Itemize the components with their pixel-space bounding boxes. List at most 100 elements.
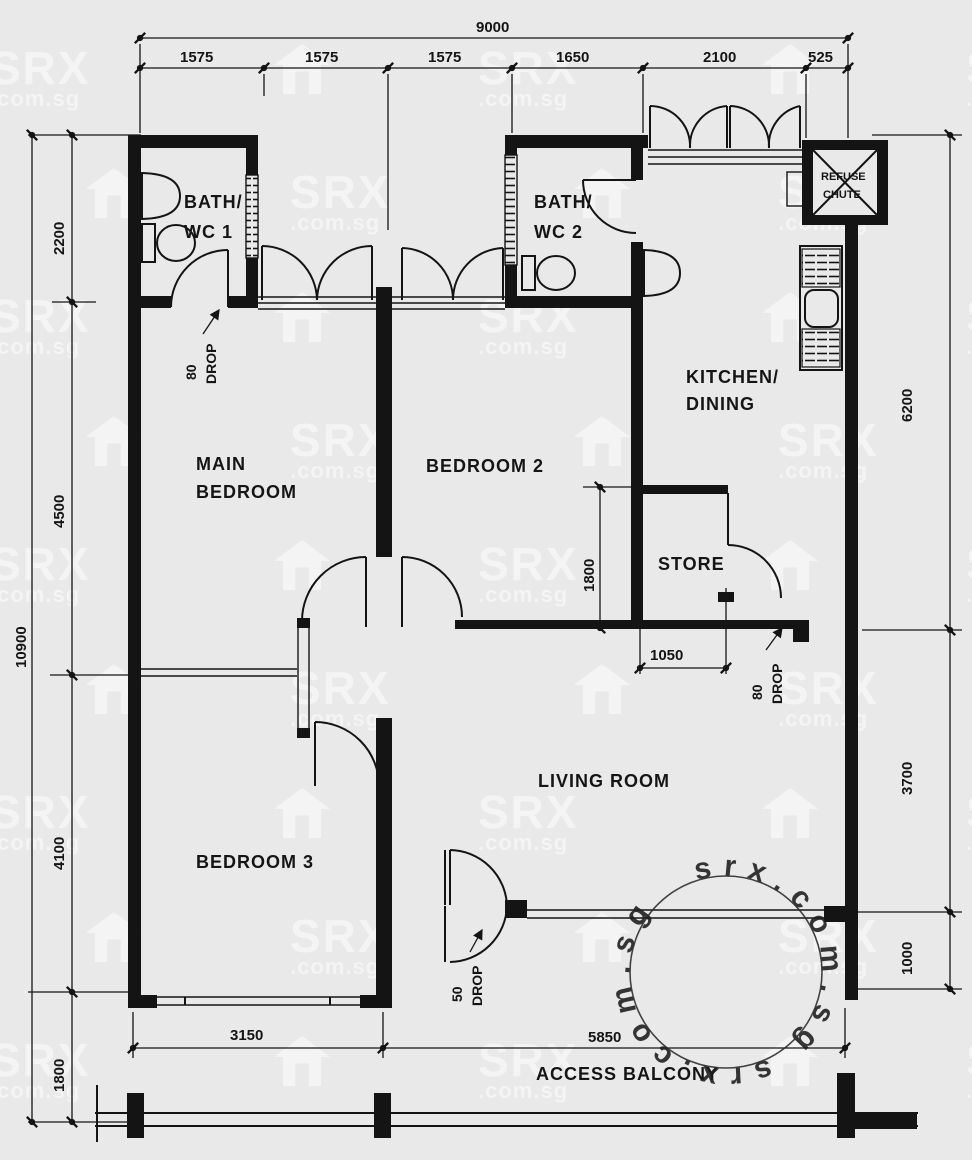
watermark-text: SRX.com.sg [0, 1034, 91, 1104]
watermark-domain: .com.sg [966, 336, 972, 358]
drop-bath-label: DROP [203, 344, 219, 384]
watermark-domain: .com.sg [0, 1078, 81, 1104]
toilet-bowl-icon [156, 224, 196, 262]
watermark-brand: SRX [478, 786, 579, 838]
watermark-brand: SRX [290, 662, 391, 714]
drop-bath-value: 80 [183, 364, 199, 380]
watermark-brand: SRX [290, 910, 391, 962]
drop-store-label: DROP [769, 664, 785, 704]
watermark-text: SRX.com.sg [290, 414, 391, 484]
basin-icon [141, 171, 182, 221]
room-bath2-line1: BATH/ [534, 192, 593, 212]
watermark-text: SRX.com.sg [0, 538, 91, 608]
watermark-domain: .com.sg [778, 706, 869, 732]
watermark-brand: SRX [966, 1037, 972, 1083]
watermark-text: SRX.com.sg [478, 1034, 579, 1104]
labels: 9000 1575 1575 1575 1650 2100 525 10900 … [13, 19, 916, 1092]
dim-bottom-1: 3150 [230, 1027, 263, 1044]
watermark-brand: SRX [478, 1034, 579, 1086]
watermark-text: SRX.com.sg [290, 662, 391, 732]
room-kitchen-line2: DINING [686, 394, 755, 414]
watermark-brand: SRX [0, 1034, 91, 1086]
watermark-brand: SRX [0, 786, 91, 838]
watermark-brand: SRX [966, 293, 972, 339]
dim-top-total: 9000 [476, 19, 509, 36]
fixtures: REFUSE CHUTE [141, 140, 888, 371]
room-bath2-line2: WC 2 [534, 222, 583, 242]
room-store: STORE [658, 554, 725, 574]
dim-left-total: 10900 [13, 626, 30, 668]
refuse-chute-label-1: REFUSE [821, 171, 866, 183]
watermark-text: SRX.com.sg [290, 910, 391, 980]
watermark-brand: SRX [0, 538, 91, 590]
dim-top-6: 525 [808, 49, 833, 66]
sink-icon [804, 289, 839, 328]
room-main-bedroom-line2: BEDROOM [196, 482, 297, 502]
dim-right-2: 3700 [899, 762, 916, 795]
watermark-brand: SRX [0, 42, 91, 94]
room-kitchen-line1: KITCHEN/ [686, 367, 779, 387]
dim-top-3: 1575 [428, 49, 461, 66]
watermark-brand: SRX [290, 166, 391, 218]
watermark-domain: .com.sg [966, 1080, 972, 1102]
watermark-text: SRX.com.sg [290, 166, 391, 236]
watermark-brand: SRX [778, 414, 879, 466]
drop-entry-value: 50 [449, 986, 465, 1002]
doors [170, 179, 782, 963]
walls [127, 135, 917, 1138]
watermark-brand: SRX [966, 789, 972, 835]
dim-top-2: 1575 [305, 49, 338, 66]
watermark-text: SRX.com.sg [478, 541, 579, 608]
drop-entry-label: DROP [469, 966, 485, 1006]
toilet-tank-icon [521, 255, 536, 291]
watermark-domain: .com.sg [966, 832, 972, 854]
room-main-bedroom-line1: MAIN [196, 454, 246, 474]
watermark-domain: .com.sg [478, 830, 569, 856]
dimension-lines [25, 31, 962, 1129]
watermark-brand: SRX [966, 45, 972, 91]
drop-store-value: 80 [749, 684, 765, 700]
room-access-balcony: ACCESS BALCONY [536, 1064, 719, 1084]
watermark-domain: .com.sg [478, 334, 569, 360]
watermark-text: SRX.com.sg [966, 45, 972, 110]
dim-top-5: 2100 [703, 49, 736, 66]
watermark-text: SRX.com.sg [966, 1037, 972, 1102]
room-bedroom3: BEDROOM 3 [196, 852, 314, 872]
watermark-text: SRX.com.sg [478, 786, 579, 856]
watermark-domain: .com.sg [290, 954, 381, 980]
watermark-text: SRX.com.sg [778, 665, 879, 732]
dim-left-3: 4100 [51, 837, 68, 870]
refuse-chute-icon: REFUSE CHUTE [802, 140, 888, 225]
watermark-domain: .com.sg [478, 1078, 569, 1104]
dim-top-1: 1575 [180, 49, 213, 66]
basin-icon [643, 248, 682, 298]
windows [95, 104, 918, 1142]
dim-bottom-2: 5850 [588, 1029, 621, 1046]
watermark-domain: .com.sg [290, 210, 381, 236]
watermark-text: SRX.com.sg [778, 414, 879, 482]
watermark-domain: .com.sg [478, 582, 569, 608]
watermark-text: SRX.com.sg [0, 786, 91, 856]
watermark-text: SRX.com.sg [966, 789, 972, 854]
watermark-brand: SRX [966, 541, 972, 587]
watermark-domain: .com.sg [966, 584, 972, 606]
watermark-domain: .com.sg [290, 706, 381, 732]
dim-left-2: 4500 [51, 495, 68, 528]
room-bath1-line2: WC 1 [184, 222, 233, 242]
watermark-domain: .com.sg [0, 830, 81, 856]
watermark-domain: .com.sg [0, 582, 81, 608]
dim-left-4: 1800 [51, 1059, 68, 1092]
dim-store-width: 1050 [650, 647, 683, 664]
toilet-tank-icon [141, 223, 156, 263]
watermark-domain: .com.sg [290, 458, 381, 484]
dim-left-1: 2200 [51, 222, 68, 255]
room-living: LIVING ROOM [538, 771, 670, 791]
watermark-brand: SRX [290, 414, 391, 466]
room-bath1-line1: BATH/ [184, 192, 243, 212]
toilet-bowl-icon [536, 255, 576, 291]
refuse-chute-label-2: CHUTE [823, 189, 861, 201]
dim-right-3: 1000 [899, 942, 916, 975]
dim-store-height: 1800 [581, 559, 598, 592]
